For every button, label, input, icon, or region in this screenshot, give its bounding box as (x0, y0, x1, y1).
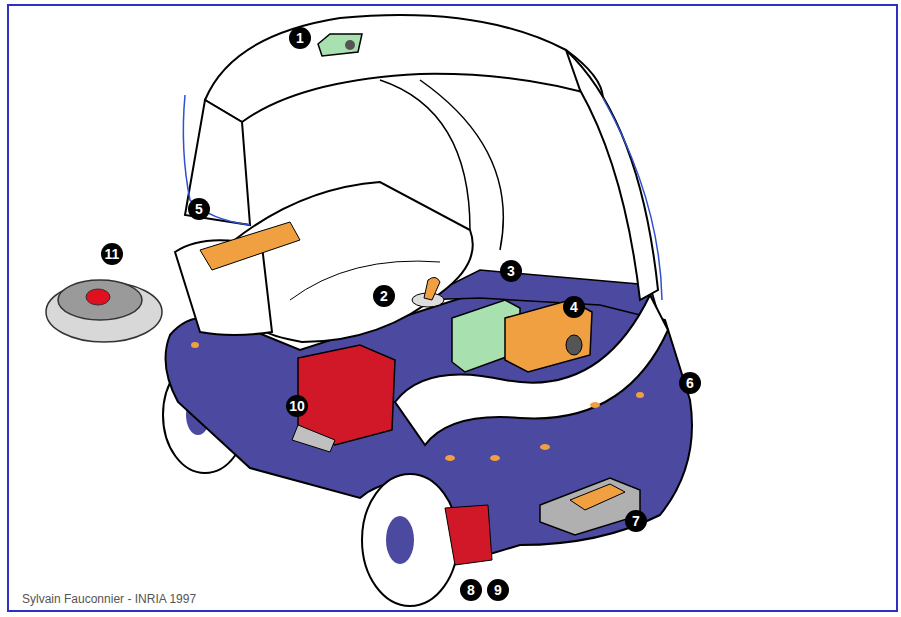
credit-line: Sylvain Fauconnier - INRIA 1997 (20, 592, 198, 606)
computer-box (298, 345, 395, 445)
camera-lens (566, 335, 582, 355)
front-band (395, 295, 668, 445)
callout-number: 7 (625, 510, 647, 532)
center-pillar (380, 80, 470, 230)
callout-number: 1 (289, 27, 311, 49)
callout-number: 3 (500, 260, 522, 282)
sensor-bar (200, 222, 300, 270)
front-hub (386, 516, 414, 564)
frame (8, 5, 897, 611)
box-mount (292, 425, 335, 452)
indicator-lights (191, 342, 644, 461)
callout-number: 10 (286, 395, 308, 417)
roof-camera-lens (345, 40, 355, 50)
remote-button (86, 289, 110, 305)
callout-number: 5 (188, 198, 210, 220)
roof (205, 15, 603, 122)
joystick (424, 277, 440, 300)
front-wheel (362, 474, 458, 606)
front-pillar (566, 50, 658, 300)
remote-top (58, 280, 142, 320)
callout-number: 11 (101, 243, 123, 265)
roof-camera (318, 34, 362, 56)
callout-number: 6 (679, 372, 701, 394)
windshield-edge (603, 98, 662, 300)
rear-pillar (185, 100, 250, 225)
rear-window-edge (183, 95, 250, 225)
callout-number: 2 (373, 285, 395, 307)
callout-number: 4 (563, 296, 585, 318)
seat-line (290, 261, 440, 300)
callout-number: 8 (460, 579, 482, 601)
bumper-tray (540, 478, 640, 535)
center-pillar-edge (420, 80, 503, 250)
battery-box (445, 505, 492, 565)
tray-sensor (570, 484, 625, 510)
callout-number: 9 (487, 579, 509, 601)
